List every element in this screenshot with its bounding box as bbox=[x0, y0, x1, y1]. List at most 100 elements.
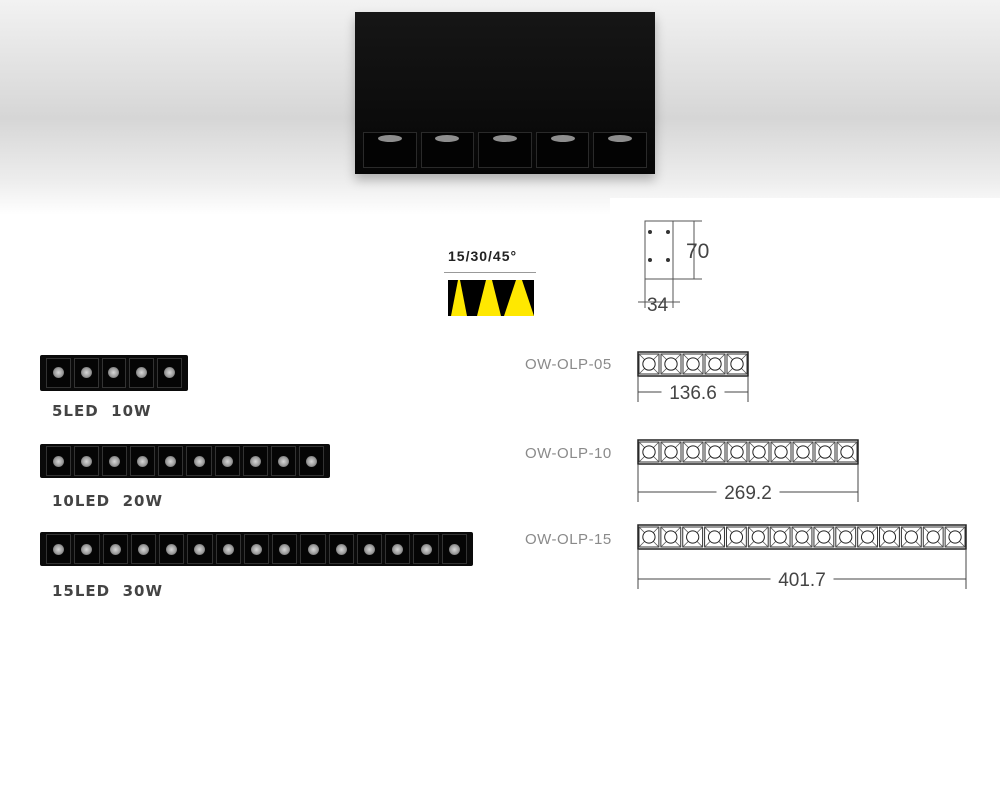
drawing-15: 401.7 bbox=[637, 524, 967, 591]
drawing-cell bbox=[879, 526, 900, 548]
drawing-cell bbox=[814, 441, 836, 463]
led-lens bbox=[249, 455, 261, 467]
led-cell bbox=[272, 534, 298, 564]
led-cell bbox=[214, 446, 240, 476]
led-cell bbox=[130, 446, 156, 476]
led-lens bbox=[80, 367, 92, 379]
drawing-cell bbox=[922, 526, 944, 548]
profile-height-label: 70 bbox=[686, 240, 709, 263]
drawing-cell bbox=[792, 441, 814, 463]
led-lens bbox=[109, 543, 121, 555]
dimension-label-bg bbox=[661, 382, 725, 402]
fixture-slot bbox=[478, 132, 532, 168]
led-cell bbox=[46, 357, 71, 389]
led-lens bbox=[221, 455, 233, 467]
led-cell bbox=[157, 357, 182, 389]
drawing-cell bbox=[638, 441, 660, 463]
product-label-5: 5LED 10W bbox=[52, 402, 152, 420]
led-cell bbox=[74, 534, 100, 564]
led-cell bbox=[46, 534, 72, 564]
led-lens bbox=[108, 367, 120, 379]
drawing-cell bbox=[857, 526, 879, 548]
led-cell bbox=[215, 534, 241, 564]
beam-angle-rule bbox=[444, 272, 536, 273]
led-lens bbox=[364, 543, 376, 555]
led-cell bbox=[130, 534, 157, 564]
led-lens bbox=[136, 367, 148, 379]
drawing-cell bbox=[726, 441, 748, 463]
led-cell bbox=[298, 446, 324, 476]
product-label-15: 15LED 30W bbox=[52, 582, 163, 600]
dimension-length-label: 401.7 bbox=[778, 570, 826, 591]
profile-width-label: 34 bbox=[647, 295, 669, 316]
led-cell bbox=[441, 534, 467, 564]
led-bar-15 bbox=[40, 532, 473, 566]
led-cell bbox=[73, 357, 99, 389]
drawing-cell bbox=[813, 526, 835, 548]
fixture-slot bbox=[420, 132, 475, 168]
led-lens bbox=[52, 367, 64, 379]
led-bar-10 bbox=[40, 444, 330, 478]
drawing-cell bbox=[770, 441, 792, 463]
led-lens bbox=[250, 543, 262, 555]
led-lens bbox=[137, 543, 149, 555]
drawing-cell bbox=[835, 526, 857, 548]
led-cell bbox=[129, 357, 155, 389]
hero-fade bbox=[610, 198, 1000, 218]
led-lens bbox=[279, 543, 291, 555]
led-lens bbox=[53, 543, 65, 555]
led-cell bbox=[102, 446, 128, 476]
drawing-cell bbox=[726, 353, 748, 375]
led-lens bbox=[165, 455, 177, 467]
fixture-photo bbox=[355, 12, 655, 174]
drawing-cell bbox=[725, 526, 747, 548]
drawing-cell bbox=[791, 526, 813, 548]
led-lens bbox=[194, 543, 206, 555]
led-lens bbox=[420, 543, 432, 555]
led-cell bbox=[159, 534, 185, 564]
led-cell bbox=[413, 534, 439, 564]
led-cell bbox=[158, 446, 184, 476]
beam-angle-icon bbox=[448, 280, 534, 316]
fixture-led-slots bbox=[363, 132, 647, 168]
led-cell bbox=[328, 534, 354, 564]
led-lens bbox=[53, 455, 65, 467]
model-label-15: OW-OLP-15 bbox=[525, 531, 612, 548]
led-lens bbox=[305, 455, 317, 467]
profile-drawing: 70 34 bbox=[638, 220, 709, 316]
drawing-cell bbox=[769, 526, 791, 548]
led-cell bbox=[74, 446, 100, 476]
led-cell bbox=[186, 446, 212, 476]
led-cell bbox=[356, 534, 383, 564]
drawing-cell bbox=[660, 526, 682, 548]
drawing-cell bbox=[900, 526, 922, 548]
led-lens bbox=[448, 543, 460, 555]
led-lens bbox=[81, 455, 93, 467]
drawing-cell bbox=[682, 441, 704, 463]
drawing-05: 136.6 bbox=[637, 351, 749, 404]
led-lens bbox=[109, 455, 121, 467]
led-lens bbox=[222, 543, 234, 555]
drawing-cell bbox=[682, 353, 704, 375]
drawing-cell bbox=[704, 353, 726, 375]
drawing-cell bbox=[682, 526, 704, 548]
led-lens bbox=[307, 543, 319, 555]
dimension-label-bg bbox=[770, 569, 834, 589]
drawing-cell bbox=[638, 353, 660, 375]
dimension-label-bg bbox=[716, 482, 780, 502]
drawing-10: 269.2 bbox=[637, 439, 859, 504]
led-cell bbox=[242, 446, 268, 476]
fixture-slot bbox=[363, 132, 417, 168]
drawing-cell bbox=[704, 526, 725, 548]
led-cell bbox=[46, 446, 72, 476]
led-cell bbox=[385, 534, 411, 564]
led-cell bbox=[102, 534, 128, 564]
fixture-slot bbox=[593, 132, 647, 168]
led-cell bbox=[270, 446, 296, 476]
led-lens bbox=[166, 543, 178, 555]
led-lens bbox=[335, 543, 347, 555]
drawing-cell bbox=[944, 526, 966, 548]
drawing-cell bbox=[660, 353, 682, 375]
product-label-10: 10LED 20W bbox=[52, 492, 163, 510]
led-lens bbox=[137, 455, 149, 467]
